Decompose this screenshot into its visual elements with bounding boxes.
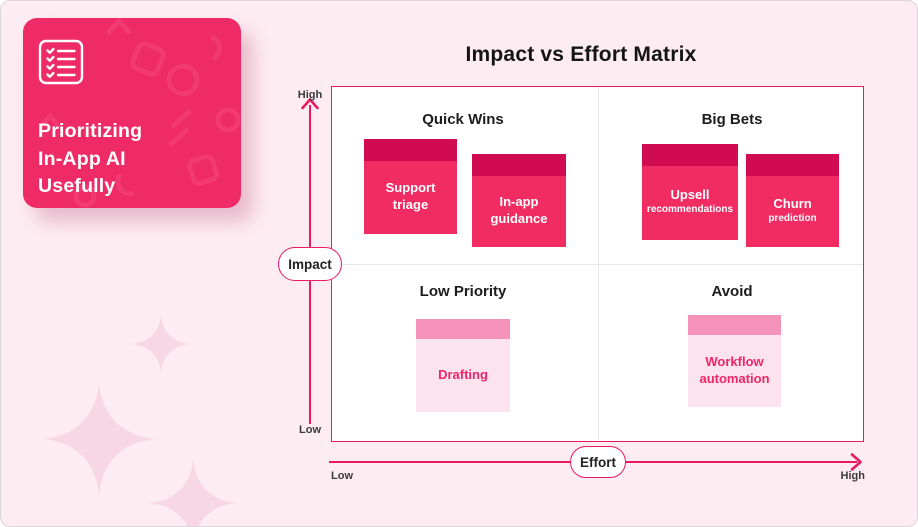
card-title-line: In-App AI (38, 147, 126, 170)
matrix-horizontal-divider (332, 264, 863, 265)
title-card: Prioritizing In-App AI Usefully (23, 18, 241, 208)
card-title: Prioritizing In-App AI Usefully (38, 118, 228, 201)
card-title-line: Usefully (38, 175, 116, 198)
note-title: Upsell (670, 187, 710, 203)
note-strip (472, 154, 566, 176)
effort-high-label: High (840, 470, 865, 482)
note-title: In-app guidance (490, 193, 548, 226)
note-title: Drafting (438, 367, 488, 383)
sparkle-decoration (41, 314, 239, 526)
note-strip (688, 315, 781, 335)
note-strip (416, 319, 510, 339)
sticky-note-support-triage: Support triage (364, 139, 457, 234)
chart-title: Impact vs Effort Matrix (465, 43, 697, 66)
impact-axis-pill: Impact (278, 247, 342, 281)
note-title: Support triage (385, 179, 436, 212)
sticky-note-drafting: Drafting (416, 319, 510, 412)
note-strip (364, 139, 457, 161)
sticky-note-upsell-recommendations: Upsell recommendations (642, 144, 738, 240)
arrow-up-icon (301, 98, 319, 110)
quadrant-label-quick-wins: Quick Wins (422, 111, 504, 128)
arrow-right-icon (850, 453, 862, 471)
note-strip (642, 144, 738, 166)
note-subtitle: prediction (768, 212, 817, 224)
sticky-note-churn-prediction: Churn prediction (746, 154, 839, 247)
effort-axis-pill: Effort (570, 446, 626, 478)
note-subtitle: recommendations (646, 204, 734, 216)
quadrant-label-big-bets: Big Bets (701, 111, 763, 128)
card-title-line: Prioritizing (38, 120, 143, 142)
checklist-icon (38, 39, 84, 85)
note-title: Workflow automation (699, 354, 770, 386)
impact-effort-matrix: Quick Wins Big Bets Low Priority Avoid S… (331, 86, 864, 442)
doodle-pattern-decoration (38, 18, 241, 208)
note-title: Churn (773, 195, 812, 211)
quadrant-label-low-priority: Low Priority (419, 283, 507, 300)
sticky-note-in-app-guidance: In-app guidance (472, 154, 566, 247)
quadrant-label-avoid: Avoid (711, 283, 753, 300)
impact-low-label: Low (299, 424, 321, 436)
sticky-note-workflow-automation: Workflow automation (688, 315, 781, 407)
effort-low-label: Low (331, 470, 353, 482)
note-strip (746, 154, 839, 176)
impact-high-label: High (297, 89, 323, 101)
